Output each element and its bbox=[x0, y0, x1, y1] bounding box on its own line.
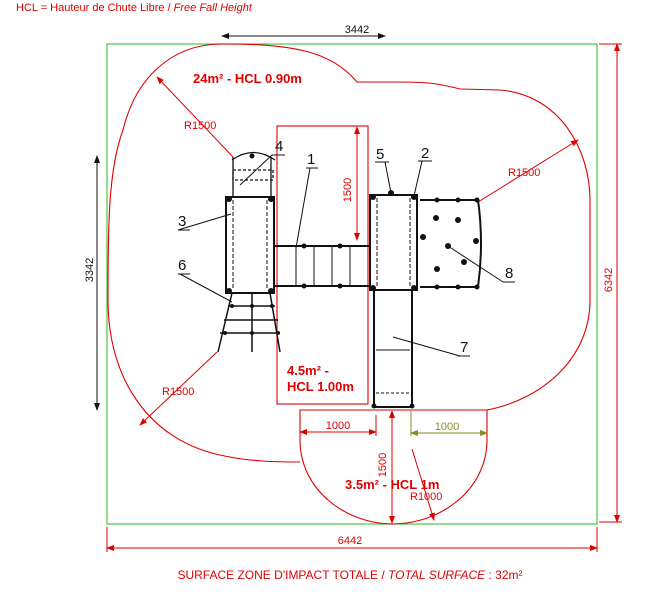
dim-right: 6342 bbox=[599, 43, 622, 523]
callout-4: 4 bbox=[239, 138, 285, 186]
callout-8: 8 bbox=[447, 245, 515, 283]
roof-arch bbox=[231, 151, 276, 197]
callout-6: 6 bbox=[178, 257, 233, 303]
left-tower bbox=[225, 196, 275, 294]
svg-text:R1000: R1000 bbox=[410, 491, 442, 503]
dim-slide-left: 1000 bbox=[299, 415, 377, 436]
dim-top: 3442 bbox=[221, 24, 386, 39]
radius-top-left: R1500 bbox=[156, 76, 234, 158]
dim-bottom: 6442 bbox=[106, 527, 598, 552]
svg-text:3: 3 bbox=[178, 213, 186, 230]
svg-text:R1500: R1500 bbox=[184, 120, 216, 132]
svg-text:1500: 1500 bbox=[377, 453, 389, 477]
svg-text:4: 4 bbox=[275, 138, 283, 155]
impact-zone-outline bbox=[107, 43, 591, 463]
svg-text:3342: 3342 bbox=[84, 258, 96, 282]
svg-text:5: 5 bbox=[376, 146, 384, 163]
svg-text:R1500: R1500 bbox=[162, 386, 194, 398]
slide bbox=[373, 289, 413, 408]
svg-text:8: 8 bbox=[505, 265, 513, 282]
dim-inner-vertical: 1500 bbox=[342, 126, 360, 241]
right-tower bbox=[369, 194, 418, 291]
bolts bbox=[223, 153, 480, 409]
svg-text:1000: 1000 bbox=[326, 420, 350, 432]
climbing-panel bbox=[420, 199, 482, 288]
callout-5: 5 bbox=[375, 146, 392, 194]
svg-text:7: 7 bbox=[460, 339, 468, 356]
radius-bottom-left: R1500 bbox=[139, 351, 218, 426]
climbing-net bbox=[217, 292, 281, 353]
area-label-mid-1: 4.5m² - bbox=[287, 363, 329, 378]
callout-1: 1 bbox=[295, 151, 318, 249]
svg-text:R1500: R1500 bbox=[508, 167, 540, 179]
boundary-rectangle bbox=[106, 43, 598, 525]
svg-text:1: 1 bbox=[307, 151, 315, 168]
svg-text:6: 6 bbox=[178, 257, 186, 274]
dim-left: 3342 bbox=[84, 155, 100, 411]
radius-slide: R1000 bbox=[410, 448, 442, 521]
dim-slide-vertical: 1500 bbox=[377, 410, 395, 524]
area-label-slide: 3.5m² - HCL 1m bbox=[345, 477, 439, 492]
svg-text:1500: 1500 bbox=[342, 178, 354, 202]
part-callouts: 1 2 3 4 5 6 7 8 bbox=[177, 138, 515, 357]
svg-text:2: 2 bbox=[421, 145, 429, 162]
bridge bbox=[273, 245, 371, 287]
hcl-legend: HCL = Hauteur de Chute Libre / Free Fall… bbox=[16, 2, 253, 14]
callout-2: 2 bbox=[413, 145, 432, 197]
callout-7: 7 bbox=[392, 336, 470, 357]
svg-text:6342: 6342 bbox=[603, 268, 615, 292]
svg-text:6442: 6442 bbox=[338, 535, 362, 547]
svg-text:3442: 3442 bbox=[345, 24, 369, 36]
total-surface-caption: SURFACE ZONE D'IMPACT TOTALE / TOTAL SUR… bbox=[177, 568, 522, 582]
area-label-main: 24m² - HCL 0.90m bbox=[193, 71, 302, 86]
svg-text:1000: 1000 bbox=[435, 421, 459, 433]
mid-zone-rectangle bbox=[276, 125, 369, 405]
dim-slide-right: 1000 bbox=[410, 411, 488, 436]
area-label-mid-2: HCL 1.00m bbox=[287, 379, 354, 394]
play-structure bbox=[217, 151, 482, 409]
radius-right: R1500 bbox=[477, 139, 579, 203]
callout-3: 3 bbox=[177, 213, 232, 231]
